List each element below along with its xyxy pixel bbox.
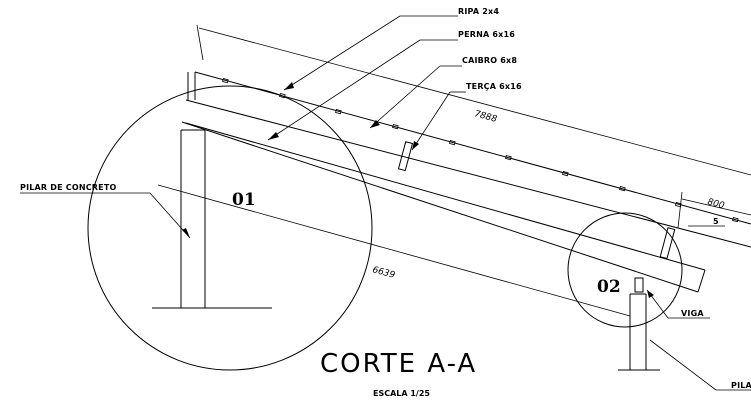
section-title: CORTE A-A: [320, 349, 477, 379]
dimension-bottom: [157, 184, 631, 317]
arrow-heads: [182, 82, 654, 298]
dimension-small-value: 5: [713, 217, 719, 226]
section-scale: ESCALA 1/25: [373, 389, 430, 398]
label-terca: TERÇA 6x16: [466, 82, 522, 91]
dimension-spacing-value: 800: [706, 197, 725, 211]
roof-rafters: [181, 71, 751, 293]
detail-circle-02: [567, 212, 683, 328]
label-pilar-right: PILA: [731, 381, 751, 390]
terca-block-2: [659, 227, 676, 260]
dimension-bottom-value: 6639: [371, 265, 396, 281]
detail-circle-01: [87, 85, 373, 371]
label-caibro: CAIBRO 6x8: [462, 56, 517, 65]
label-perna: PERNA 6x16: [458, 30, 515, 39]
label-ripa: RIPA 2x4: [458, 7, 499, 16]
dimension-top: [196, 24, 751, 176]
leader-lines: [20, 15, 751, 391]
ripa-blocks: [222, 78, 739, 223]
dimension-top-value: 7888: [473, 109, 498, 125]
dimension-800: [677, 191, 751, 229]
left-pillar: [152, 129, 272, 309]
right-pillar: [618, 277, 660, 371]
terca-block-1: [397, 141, 414, 172]
detail-number-01: 01: [232, 190, 256, 210]
label-viga: VIGA: [681, 309, 704, 318]
detail-number-02: 02: [597, 277, 621, 297]
label-pilar-concreto: PILAR DE CONCRETO: [20, 183, 117, 192]
